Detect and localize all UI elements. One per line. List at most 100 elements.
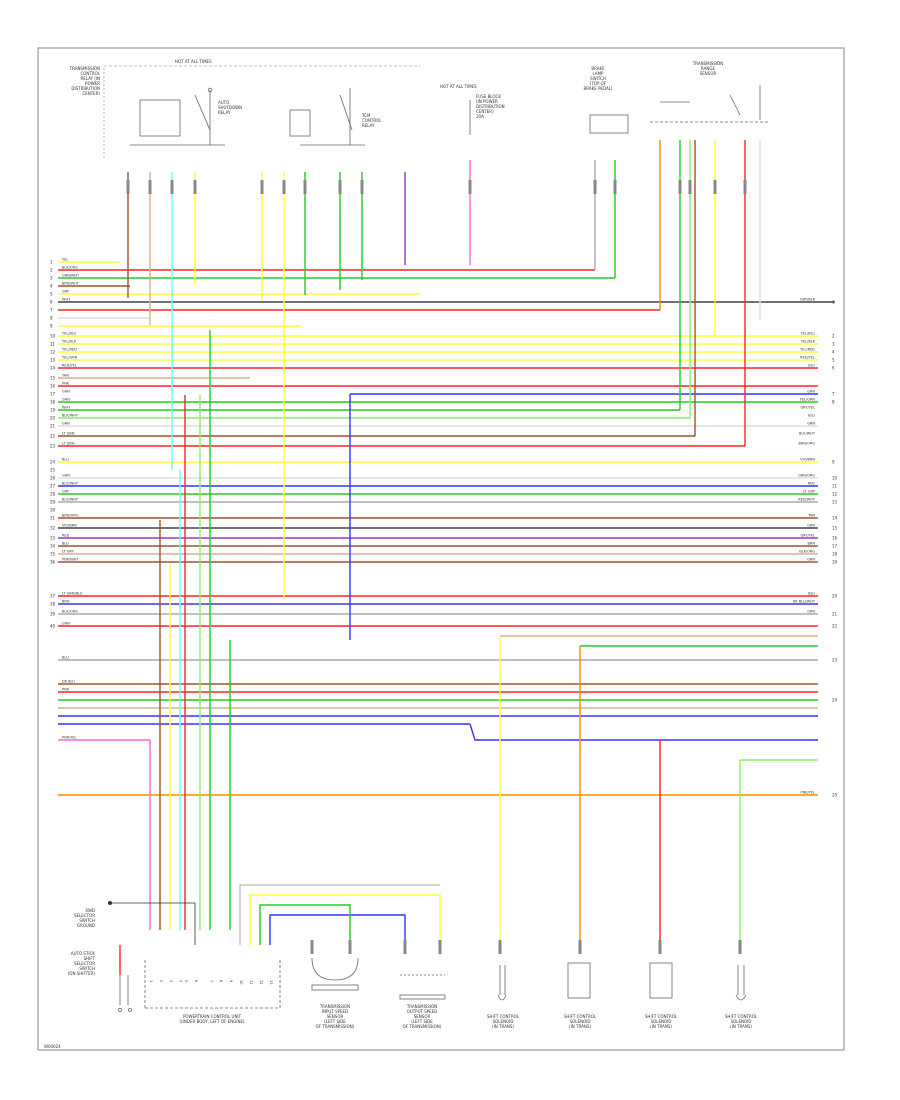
ecm-pin: 6: [194, 980, 198, 982]
left-wire-label: BLK/WHT: [62, 414, 79, 418]
relay1-text-line: AUTO: [218, 100, 229, 105]
right-pin: 3: [832, 342, 835, 347]
left-source-text-line: DISTRIBUTION: [71, 86, 100, 91]
shift-switch-text-line: AUTO STICK: [71, 951, 95, 956]
shift-solenoid-1: [497, 965, 507, 1001]
right-connector-pins: 1234567891011121314151617181920212223242…: [832, 300, 838, 798]
left-wire-label: BLK/WHT: [62, 498, 79, 502]
left-pin: 39: [50, 612, 56, 617]
left-pin: 38: [50, 602, 56, 607]
left-wire-label: GRN: [62, 474, 70, 478]
left-pin: 33: [50, 536, 56, 541]
wire: [269, 914, 406, 945]
hot-at-all-times-label-1: HOT AT ALL TIMES: [175, 59, 212, 64]
connector-stub: [193, 180, 197, 194]
connector-stub: [738, 940, 742, 954]
connector-stub: [303, 180, 307, 194]
left-pin: 18: [50, 400, 56, 405]
auto-stick-shift-switch: [118, 975, 132, 1012]
left-connector-pins: 1234567891011121314151617181920212223242…: [50, 260, 56, 629]
right-wire-label: YEL/GRN: [800, 398, 816, 402]
left-pin: 29: [50, 500, 56, 505]
left-pin: 40: [50, 624, 56, 629]
ground-text-line: SWITCH: [79, 918, 95, 923]
right-wire-label: GRN: [807, 558, 815, 562]
relay2-text-line: RELAY: [362, 123, 375, 128]
right-pin: 12: [832, 492, 838, 497]
connector-stub: [148, 180, 152, 194]
left-pin: 3: [50, 276, 53, 281]
right-pin: 25: [832, 793, 838, 798]
right-wire-label: BRN/ORG: [798, 442, 815, 446]
left-source-text-line: CENTER): [82, 91, 100, 96]
left-wire-label: GRY: [62, 490, 70, 494]
range-text-line: SENSOR: [700, 71, 717, 76]
right-wire-label: GRY/BLK: [800, 298, 816, 302]
wire: [239, 884, 440, 945]
powertrain-control-unit: [144, 960, 281, 1009]
left-wire-label: WHT: [62, 406, 71, 410]
right-wire-label: VIO/BRN: [800, 458, 815, 462]
right-wire-label: GRY/YEL: [800, 406, 815, 410]
right-pin: 9: [832, 460, 835, 465]
connector-stub: [613, 180, 617, 194]
left-pin: 10: [50, 334, 56, 339]
sol1-text-line: (IN TRANS): [492, 1024, 514, 1029]
right-wire-label: DK BLU/WHT: [793, 600, 816, 604]
left-wire-label: LT GRN/BLU: [62, 592, 83, 596]
ground-text-line: SELECTOR: [74, 913, 95, 918]
right-wire-label: TAN: [807, 514, 815, 518]
right-pin: 6: [832, 366, 835, 371]
left-pin: 14: [50, 366, 56, 371]
connector-stub: [468, 180, 472, 194]
right-pin: 17: [832, 544, 838, 549]
left-pin: 36: [50, 560, 56, 565]
right-wire-label: GRN/ORG: [798, 474, 815, 478]
connector-stub: [688, 180, 692, 194]
right-wire-label: GRN: [807, 422, 815, 426]
right-wire-label: BLU: [808, 364, 815, 368]
relay1-text-line: SHUTDOWN: [218, 105, 242, 110]
connector-stub: [170, 180, 174, 194]
sensor1-text-line: SENSOR: [327, 1014, 344, 1019]
ecm-pin: 3: [169, 980, 173, 982]
wire-layer: [58, 140, 835, 975]
left-pin: 35: [50, 552, 56, 557]
right-pin: 11: [832, 484, 838, 489]
left-pin: 20: [50, 416, 56, 421]
ecm-text-line: POWERTRAIN CONTROL UNIT: [183, 1014, 242, 1019]
shift-solenoid-4: [735, 965, 747, 1001]
fuse-value: 20A: [476, 114, 484, 119]
right-pin: 5: [832, 358, 835, 363]
right-wire-label: GRN: [807, 524, 815, 528]
brake-text-line: BRAKE: [591, 66, 605, 71]
sol2-text-line: (IN TRANS): [569, 1024, 591, 1029]
powertrain-control-unit-label: POWERTRAIN CONTROL UNIT(UNDER BODY, LEFT…: [179, 1014, 245, 1024]
left-wire-label: LT GRN: [62, 442, 75, 446]
ground-text-line: GROUND: [77, 923, 95, 928]
right-pin: 7: [832, 392, 835, 397]
ecm-pin: 10: [239, 980, 243, 984]
relay2-text-line: TCM: [361, 113, 371, 118]
brake-text-line: SWITCH: [590, 76, 606, 81]
sol3-text-line: (IN TRANS): [650, 1024, 672, 1029]
left-wire-label: BRN/WHT: [62, 282, 80, 286]
left-wire-label: RED/YEL: [62, 364, 77, 368]
left-wire-label: BLK/WHT: [62, 482, 79, 486]
shift-switch-text-line: SELECTOR: [74, 961, 95, 966]
ecm-pin: 9: [229, 980, 233, 982]
right-pin: 10: [832, 476, 838, 481]
right-wire-label: YEL/RED: [800, 348, 815, 352]
right-wire-label: PNK/YEL: [800, 791, 815, 795]
right-pin: 14: [832, 516, 838, 521]
left-wire-label: PNK: [62, 688, 70, 692]
hot-at-all-times-label-2: HOT AT ALL TIMES: [440, 84, 477, 89]
sensor1-text-line: TRANSMISSION: [319, 1004, 350, 1009]
right-pin: 19: [832, 560, 838, 565]
